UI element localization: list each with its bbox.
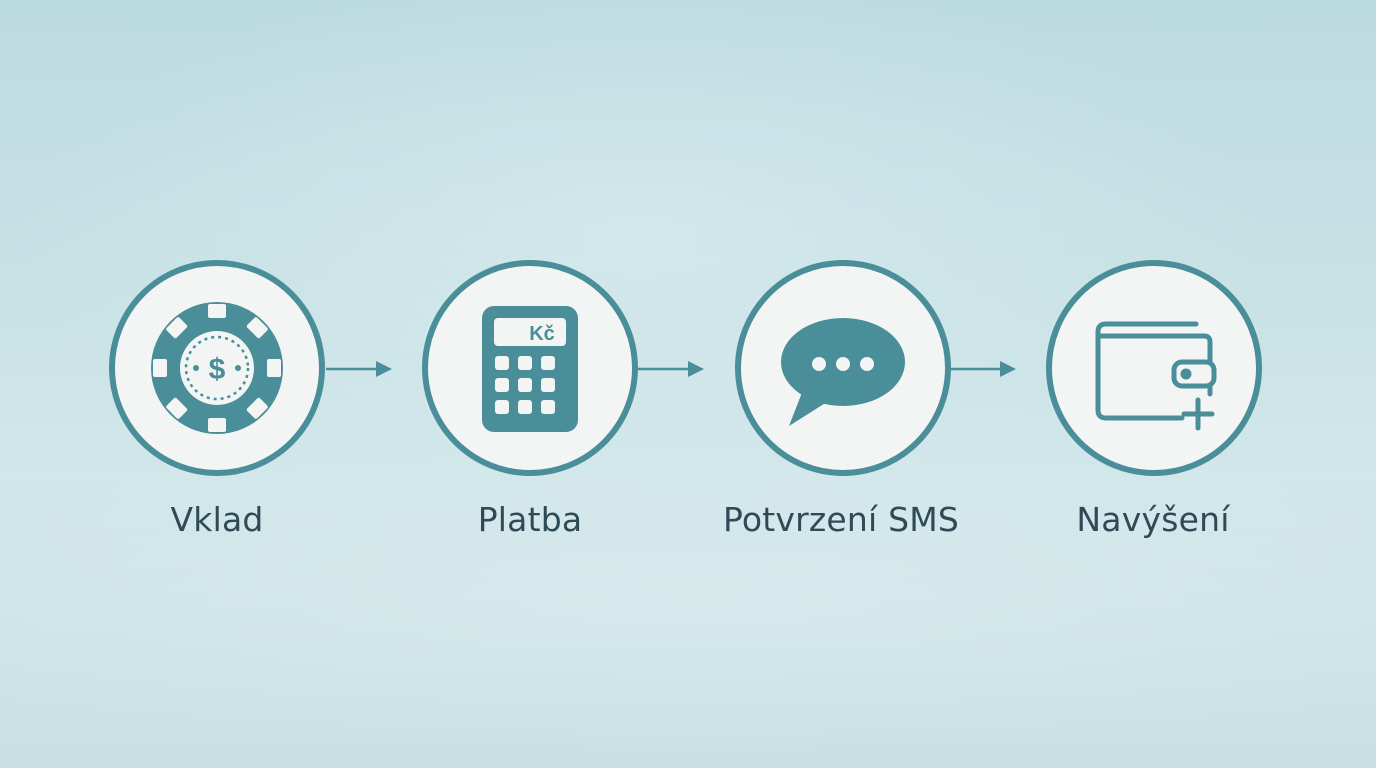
casino-chip-dollar-icon: $ — [151, 302, 283, 434]
chip-symbol: $ — [209, 353, 226, 386]
flow-arrow — [326, 358, 394, 380]
step-circle — [735, 260, 951, 476]
step-label: Potvrzení SMS — [722, 500, 960, 539]
calculator-icon: Kč — [482, 306, 578, 432]
chat-bubble-icon — [781, 318, 905, 426]
step-circle: Kč — [422, 260, 638, 476]
step-payment: Kč — [422, 260, 638, 476]
step-circle — [1046, 260, 1262, 476]
step-sms-confirmation — [735, 260, 951, 476]
wallet-plus-icon — [1095, 321, 1217, 431]
flow-arrow — [950, 358, 1018, 380]
step-label: Navýšení — [1076, 500, 1230, 539]
flow-arrow — [638, 358, 706, 380]
currency-symbol: Kč — [529, 323, 555, 345]
step-deposit: $ — [109, 260, 325, 476]
step-label: Vklad — [170, 500, 264, 539]
step-label: Platba — [477, 500, 583, 539]
step-top-up — [1046, 260, 1262, 476]
step-circle: $ — [109, 260, 325, 476]
